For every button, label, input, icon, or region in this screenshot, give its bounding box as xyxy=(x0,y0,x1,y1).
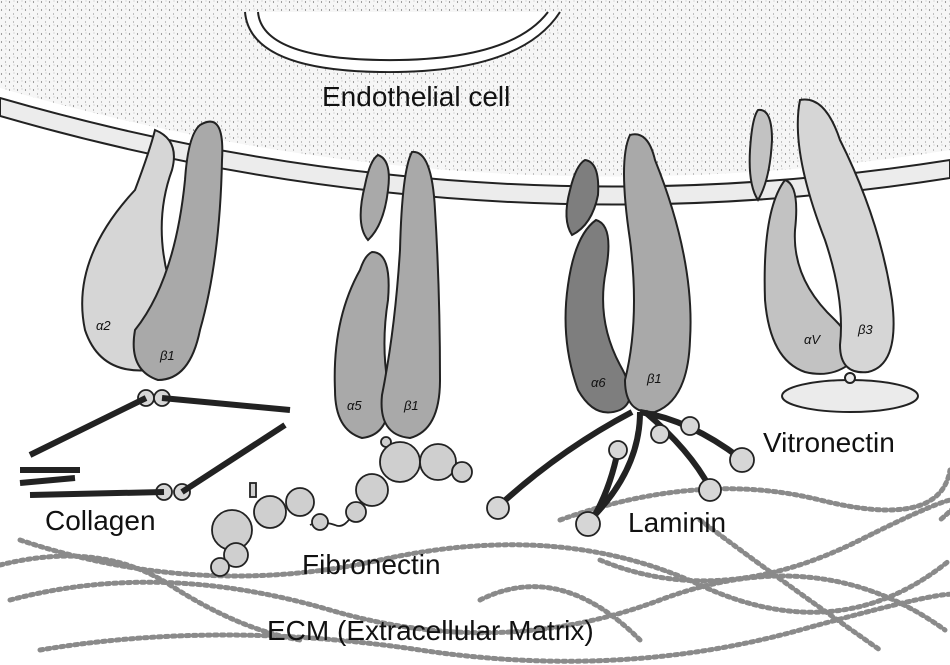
laminin-arm xyxy=(589,449,621,522)
cell-cytoplasm xyxy=(0,0,950,177)
integrin-a6b1 xyxy=(564,133,692,414)
fibronectin-bead xyxy=(253,495,287,529)
vitronectin-shape xyxy=(781,372,919,413)
nucleus-inner-outline xyxy=(257,11,549,62)
collagen-fibrils xyxy=(19,389,291,501)
subunit-alpha6 xyxy=(564,218,631,414)
laminin-arms xyxy=(486,409,755,537)
label-alpha6: α6 xyxy=(591,375,606,390)
fibronectin-bead xyxy=(311,513,329,531)
collagen-strand xyxy=(161,395,291,413)
label-alphaV: αV xyxy=(804,332,821,347)
ecm-fiber xyxy=(477,584,643,643)
fibronectin-bead xyxy=(451,461,473,483)
laminin-globule xyxy=(698,478,722,502)
label-beta1-third: β1 xyxy=(646,371,662,386)
fibronectin-bead xyxy=(345,501,367,523)
laminin-arm xyxy=(497,409,634,508)
laminin-globule xyxy=(729,447,755,473)
label-laminin: Laminin xyxy=(628,507,726,538)
ecm-fiber xyxy=(0,553,303,643)
collagen-strand xyxy=(28,395,148,458)
label-beta1-second: β1 xyxy=(403,398,419,413)
integrin-a5b1 xyxy=(333,150,442,440)
fibronectin-bead xyxy=(379,441,421,483)
subunit-beta3 xyxy=(796,98,895,374)
laminin-globule xyxy=(575,511,601,537)
collagen-strand xyxy=(29,489,165,498)
ecm-fiber xyxy=(37,591,950,664)
ecm-fiber xyxy=(557,467,950,523)
label-alpha5: α5 xyxy=(347,398,362,413)
ecm-fibers xyxy=(0,467,950,664)
label-endothelial-cell: Endothelial cell xyxy=(322,81,510,112)
label-alpha2: α2 xyxy=(96,318,111,333)
fibronectin-bead xyxy=(355,473,389,507)
fibronectin-bead xyxy=(210,557,230,577)
ecm-fiber xyxy=(697,517,883,653)
fibronectin-bead xyxy=(419,443,457,481)
subunit-alphaV-top xyxy=(748,108,774,202)
fibronectin-bead xyxy=(223,542,249,568)
subunit-beta1 xyxy=(132,120,224,382)
label-ecm: ECM (Extracellular Matrix) xyxy=(267,615,594,646)
subunit-beta1 xyxy=(380,150,442,440)
ecm-fiber xyxy=(597,497,950,584)
label-beta3: β3 xyxy=(857,322,873,337)
label-fibronectin: Fibronectin xyxy=(302,549,441,580)
ecm-fiber xyxy=(17,537,950,615)
subunit-alpha6-top xyxy=(565,158,600,237)
collagen-strand xyxy=(180,422,287,495)
laminin-globule xyxy=(608,440,628,460)
integrin-a2b1 xyxy=(81,120,224,382)
integrin-avb3 xyxy=(748,98,895,375)
label-collagen: Collagen xyxy=(45,505,156,536)
label-vitronectin: Vitronectin xyxy=(763,427,895,458)
collagen-strand xyxy=(19,475,76,486)
fibronectin-bead xyxy=(285,487,315,517)
subunit-alpha5 xyxy=(333,250,392,440)
laminin-globule xyxy=(650,424,670,444)
label-beta1-first: β1 xyxy=(159,348,175,363)
nucleus-outline xyxy=(244,11,561,74)
fibronectin-chain xyxy=(210,436,473,577)
subunit-beta1 xyxy=(623,133,692,414)
laminin-globule xyxy=(680,416,700,436)
fibronectin-stub xyxy=(249,482,257,498)
laminin-globule xyxy=(486,496,510,520)
subunit-alpha5-top xyxy=(359,153,390,242)
